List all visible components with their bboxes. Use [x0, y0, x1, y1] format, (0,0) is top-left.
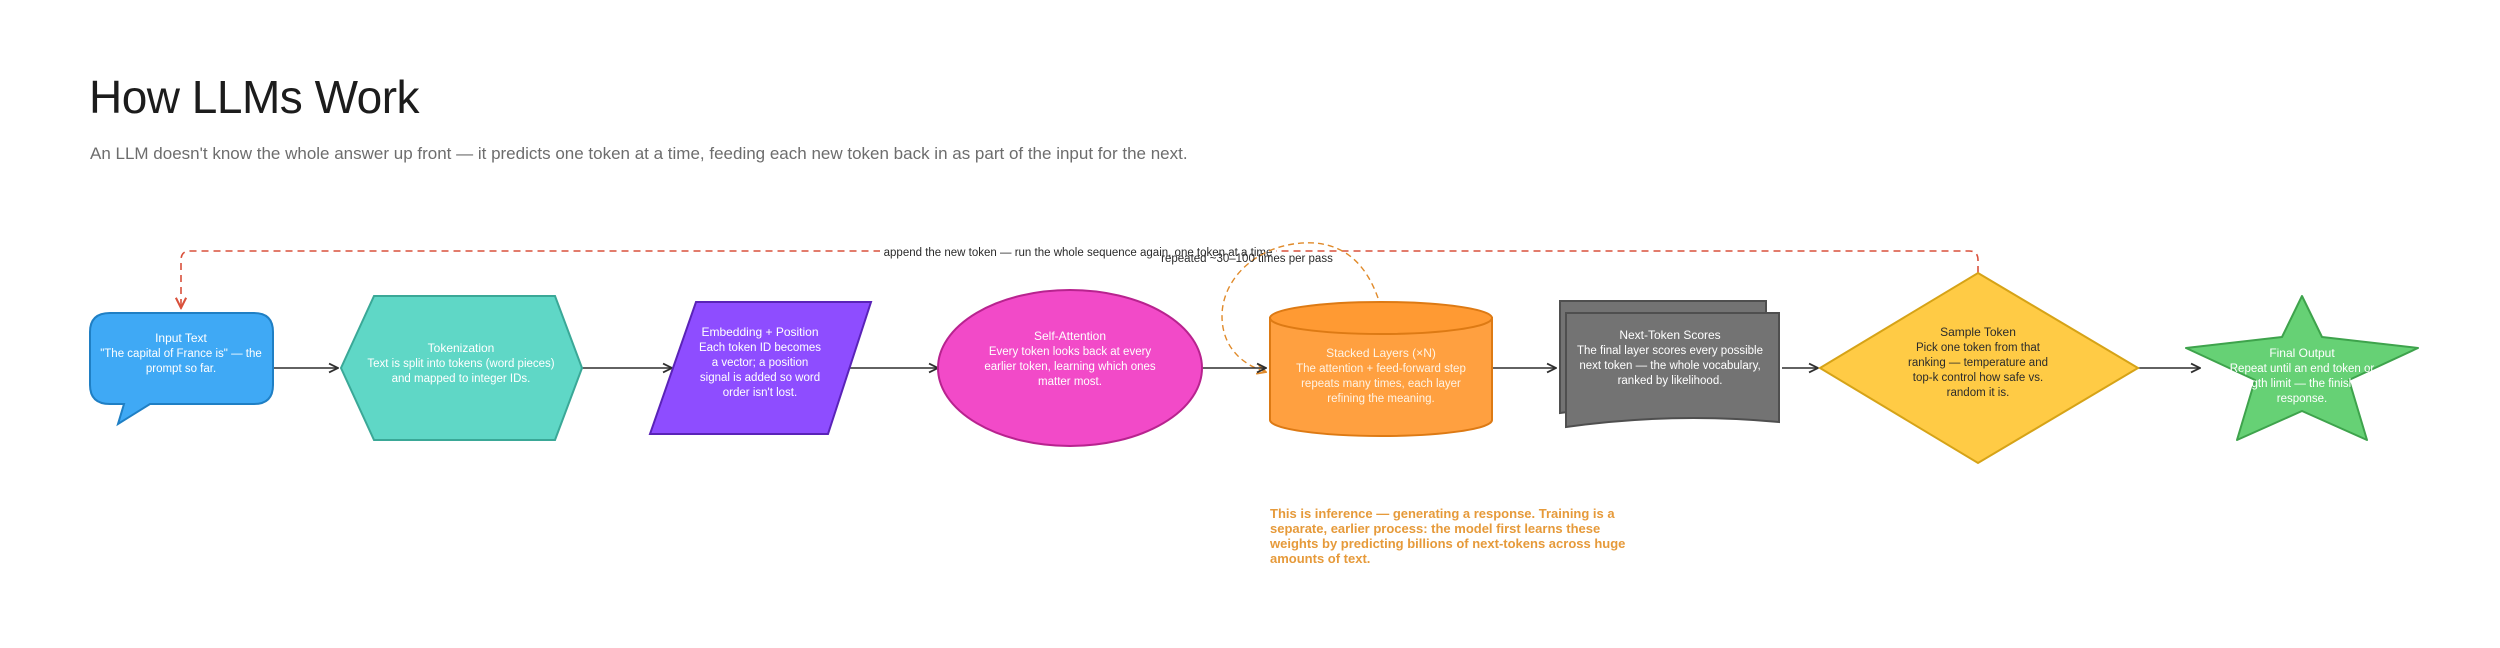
- embedding-title: Embedding + Position: [701, 325, 818, 339]
- input-text-body-line: "The capital of France is" — the: [100, 348, 262, 360]
- embedding-body-line: order isn't lost.: [723, 387, 797, 399]
- sample-token-body-line: top-k control how safe vs.: [1913, 372, 2043, 384]
- embedding-body-line: signal is added so word: [700, 372, 820, 384]
- stacked-layers-cylinder: [1269, 301, 1493, 437]
- input-text-body-line: prompt so far.: [146, 363, 216, 375]
- next-token-scores-body-line: next token — the whole vocabulary,: [1579, 360, 1760, 372]
- sample-token-body-line: ranking — temperature and: [1908, 357, 2048, 369]
- self-attention-body-line: matter most.: [1038, 376, 1102, 388]
- input-text-bubble: [89, 312, 274, 427]
- self-attention-title: Self-Attention: [1034, 329, 1106, 343]
- final-output-body-line: length limit — the finished: [2236, 378, 2368, 390]
- self-attention-body-line: Every token looks back at every: [989, 346, 1152, 358]
- next-token-scores-title: Next-Token Scores: [1619, 328, 1720, 342]
- embedding-parallelogram: [648, 301, 873, 435]
- repeat-label: repeated ~30–100 times per pass: [1161, 253, 1333, 265]
- page-title: How LLMs Work: [89, 71, 420, 123]
- loop-label: append the new token — run the whole seq…: [884, 247, 1273, 259]
- final-output-title: Final Output: [2269, 346, 2335, 360]
- sample-token-body-line: random it is.: [1947, 387, 2010, 399]
- next-token-scores-documents: [1559, 300, 1780, 429]
- self-attention-body-line: earlier token, learning which ones: [984, 361, 1156, 373]
- stacked-layers-body-line: repeats many times, each layer: [1301, 378, 1461, 390]
- sample-token-body-line: Pick one token from that: [1916, 342, 2041, 354]
- stacked-layers-label: Stacked Layers (×N) The attention + feed-…: [1296, 346, 1466, 405]
- node-labels: Input Text "The capital of France is" — t…: [100, 325, 2374, 405]
- tokenization-body-line: Text is split into tokens (word pieces): [367, 358, 554, 370]
- embedding-body-line: Each token ID becomes: [699, 342, 821, 354]
- input-text-label: Input Text "The capital of France is" — t…: [100, 331, 262, 375]
- self-attention-ellipse: [937, 289, 1203, 447]
- final-output-body-line: Repeat until an end token or: [2230, 363, 2375, 375]
- stacked-layers-body-line: The attention + feed-forward step: [1296, 363, 1466, 375]
- final-output-star: [2185, 295, 2419, 441]
- page-subtitle: An LLM doesn't know the whole answer up …: [90, 144, 1188, 163]
- sample-token-title: Sample Token: [1940, 325, 2016, 339]
- tokenization-body-line: and mapped to integer IDs.: [392, 373, 531, 385]
- next-token-scores-body-line: ranked by likelihood.: [1618, 375, 1723, 387]
- stacked-layers-body-line: refining the meaning.: [1327, 393, 1434, 405]
- embedding-body-line: a vector; a position: [712, 357, 809, 369]
- tokenization-hexagon: [339, 295, 584, 441]
- tokenization-title: Tokenization: [428, 341, 495, 355]
- inference-note: This is inference — generating a respons…: [1270, 506, 1626, 566]
- sample-token-diamond: [1818, 271, 2140, 465]
- input-text-title: Input Text: [155, 331, 207, 345]
- final-output-body-line: response.: [2277, 393, 2328, 405]
- stacked-layers-title: Stacked Layers (×N): [1326, 346, 1436, 360]
- next-token-scores-body-line: The final layer scores every possible: [1577, 345, 1763, 357]
